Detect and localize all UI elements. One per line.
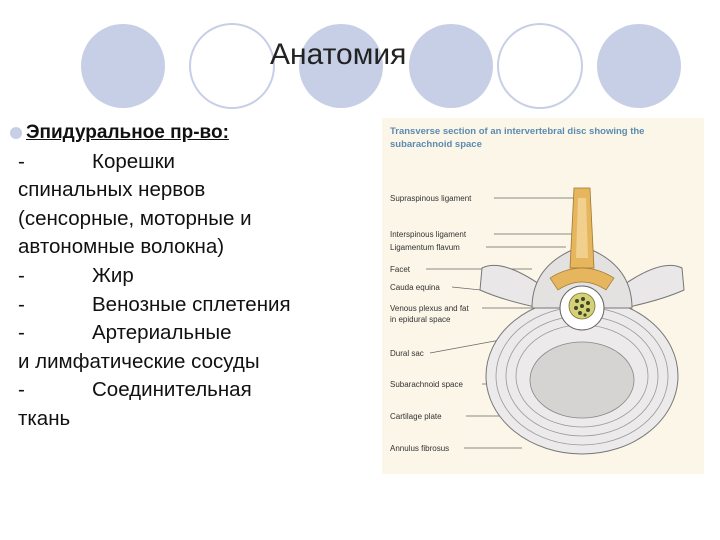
list-item: - Венозные сплетения [18, 291, 368, 320]
label-venous-plexus-cont: in epidural space [390, 315, 451, 324]
slide-body: Эпидуральное пр-во: - Корешки спинальных … [10, 118, 368, 434]
list-item: - Артериальные [18, 319, 368, 348]
decor-circle [597, 24, 681, 108]
decor-circle [409, 24, 493, 108]
list-item: - Жир [18, 262, 368, 291]
label-supraspinous-ligament: Supraspinous ligament [390, 194, 472, 203]
list-item: ткань [18, 405, 368, 434]
decor-circle [81, 24, 165, 108]
dash-marker: - [18, 321, 25, 345]
slide-title: Анатомия [270, 38, 407, 71]
list-item-text: спинальных нервов [18, 178, 206, 202]
label-venous-plexus: Venous plexus and fat [390, 304, 469, 313]
decor-circle [299, 24, 383, 108]
dash-marker: - [18, 292, 25, 316]
nucleus-shape [529, 341, 635, 419]
label-dural-sac: Dural sac [390, 349, 424, 358]
decorative-circles [81, 23, 681, 109]
figure-title-line: subarachnoid space [390, 139, 482, 150]
dash-marker: - [18, 149, 25, 173]
list-item-text: Корешки [92, 149, 176, 173]
list-item-text: Венозные сплетения [92, 292, 291, 316]
label-annulus-fibrosus: Annulus fibrosus [390, 444, 450, 453]
vertebra-cross-section [426, 187, 685, 455]
list-item-text: Соединительная [92, 378, 252, 402]
list-item: (сенсорные, моторные и [18, 205, 368, 234]
dash-marker: - [18, 263, 25, 287]
label-subarachnoid-space: Subarachnoid space [390, 380, 463, 389]
section-heading: Эпидуральное пр-во: [26, 122, 229, 143]
label-interspinous-ligament: Interspinous ligament [390, 230, 467, 239]
anatomy-figure: Transverse section of an intervertebral … [382, 118, 704, 474]
list-item-text: Артериальные [92, 321, 232, 345]
section-heading-line: Эпидуральное пр-во: [10, 118, 368, 148]
list-item-text: Жир [92, 263, 134, 287]
label-facet: Facet [390, 265, 411, 274]
list-item: автономные волокна) [18, 233, 368, 262]
label-ligamentum-flavum: Ligamentum flavum [390, 243, 460, 252]
decor-circle [189, 23, 275, 109]
nerve-roots [574, 297, 590, 317]
figure-title: Transverse section of an intervertebral … [390, 125, 700, 151]
list-item: и лимфатические сосуды [18, 348, 368, 377]
label-cartilage-plate: Cartilage plate [390, 412, 442, 421]
bullet-icon [10, 126, 22, 139]
ligamentum-flavum-shape [549, 267, 615, 291]
list-item: спинальных нервов [18, 176, 368, 205]
list-item: - Корешки [18, 148, 368, 177]
figure-title-line: Transverse section of an intervertebral … [390, 126, 645, 137]
list-item-text: (сенсорные, моторные и [18, 206, 252, 230]
decor-circle [497, 23, 583, 109]
dash-marker: - [18, 378, 25, 402]
list-item-text: ткань [18, 406, 71, 430]
list-item: - Соединительная [18, 376, 368, 405]
list-item-text: и лимфатические сосуды [18, 349, 260, 373]
list-item-text: автономные волокна) [18, 235, 225, 259]
label-cauda-equina: Cauda equina [390, 283, 440, 292]
